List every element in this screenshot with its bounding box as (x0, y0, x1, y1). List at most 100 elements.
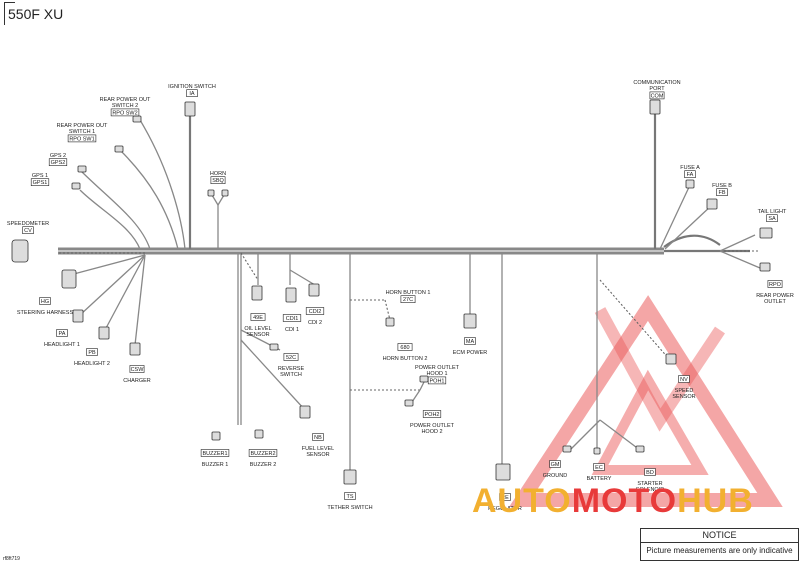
buzzer1-label: BUZZER 1 (202, 462, 229, 468)
reverse-code: 52C (286, 355, 296, 361)
headlight1-label-group: HEADLIGHT 1PA (44, 329, 80, 348)
charger-connector-icon (129, 342, 141, 356)
fusea-connector-icon (685, 179, 695, 189)
regulator-code-box (499, 493, 511, 501)
notice-text: Picture measurements are only indicative (646, 546, 793, 555)
ecm-label: ECM POWER (453, 350, 488, 356)
connectors (11, 99, 773, 485)
charger-code-box (129, 365, 145, 373)
reverse-connector-icon (269, 343, 279, 351)
horn-label: HORN (210, 171, 226, 177)
ground-code: GM (551, 462, 560, 468)
gps1-label: GPS 1 (32, 173, 48, 179)
poh1-code-box (427, 376, 447, 385)
fuseb-code: FB (718, 190, 725, 196)
fusea-label: FUSE A (680, 165, 700, 171)
battery-label: BATTERY (587, 476, 612, 482)
oil-code: 49E (253, 315, 263, 321)
steering-code-box (39, 297, 51, 305)
gps1-connector-icon (71, 182, 81, 190)
cdi1-label: CDI 1 (285, 327, 299, 333)
cdi2-label: CDI 2 (308, 320, 322, 326)
cdi1-code-box (282, 314, 302, 322)
cdi1-connector-icon (285, 287, 297, 303)
comport-label-line-1: COMMUNICATION (633, 80, 680, 86)
fuseb-connector-icon (706, 198, 718, 210)
regulator-label: REGULATOR (488, 506, 522, 512)
watermark-text: AUTOMOTOHUB (472, 482, 754, 521)
rpo-sw1-code: RPO SW1 (69, 136, 94, 142)
rpo-sw2-label-line-2: SWITCH 2 (112, 103, 138, 109)
rearoutlet-connector-icon (759, 262, 771, 272)
gps2-connector-icon (77, 165, 87, 173)
ecm-code: MA (466, 339, 475, 345)
poh1-label-line-1: POWER OUTLET (415, 365, 460, 371)
fuel-label-line-2: SENSOR (306, 452, 329, 458)
horn-code: SBQ (212, 178, 224, 184)
watermark-part-3: HUB (677, 482, 754, 520)
poh2-label-line-1: POWER OUTLET (410, 423, 455, 429)
horn-connector-2-icon (221, 189, 229, 197)
rpo-sw1-connector-icon (114, 145, 124, 153)
fuseb-label: FUSE B (712, 183, 732, 189)
speedometer-connector-icon (11, 239, 29, 263)
headlight2-label-group: HEADLIGHT 2PB (74, 348, 110, 367)
starter-label-line-2: SOLENOID (636, 487, 664, 493)
steering-label: STEERING HARNESS (17, 310, 74, 316)
reverse-label-line-1: REVERSE (278, 366, 305, 372)
ignition-code-box (186, 89, 198, 97)
ignition-connector-icon (184, 101, 196, 117)
battery-code-box (593, 463, 605, 471)
watermark-part-1: AUTO (472, 482, 572, 520)
poh1-label-line-2: HOOD 1 (426, 371, 447, 377)
horn-code-box (210, 176, 226, 184)
main-harness (58, 112, 761, 470)
watermark-part-2: MOTO (571, 482, 678, 520)
rpo-sw2-code: RPO SW2 (112, 110, 137, 116)
poh2-code-box (422, 410, 442, 418)
starter-label-line-1: STARTER (637, 481, 662, 487)
buzzer2-code: BUZZER2 (250, 451, 275, 457)
speedsensor-label-line-2: SENSOR (672, 394, 695, 400)
taillight-code-box (766, 214, 778, 222)
ecm-label-group: ECM POWER MA (453, 337, 488, 356)
cdi2-code: CDI2 (309, 309, 322, 315)
fuel-label-line-1: FUEL LEVEL (302, 446, 335, 452)
speedsensor-code-box (678, 375, 690, 383)
tether-code: TS (346, 494, 353, 500)
buzzer2-connector-icon (254, 429, 264, 439)
comport-label-line-2: PORT (649, 86, 665, 92)
cdi2-connector-icon (308, 283, 320, 297)
headlight2-label: HEADLIGHT 2 (74, 361, 110, 367)
taillight-connector-icon (759, 227, 773, 239)
reverse-label-line-2: SWITCH (280, 372, 302, 378)
comport-connector-icon (649, 99, 661, 115)
speedometer-code: CV (24, 228, 32, 234)
hornbtn1-label: HORN BUTTON 1 (386, 290, 431, 296)
rpo-sw2-label-line-1: REAR POWER OUT (100, 97, 151, 103)
headlight2-connector-icon (98, 326, 110, 340)
hornbtn2-code-box (397, 343, 413, 351)
rearoutlet-code: RPO (769, 282, 782, 288)
gps2-label: GPS 2 (50, 153, 66, 159)
ignition-label: IGNITION SWITCH (168, 84, 216, 90)
gps2-code-box (48, 158, 68, 166)
ground-code-box (549, 460, 561, 468)
headlight1-label: HEADLIGHT 1 (44, 342, 80, 348)
buzzer1-code-box (200, 449, 230, 457)
poh2-code: POH2 (425, 412, 440, 418)
oil-code-box (250, 313, 266, 321)
